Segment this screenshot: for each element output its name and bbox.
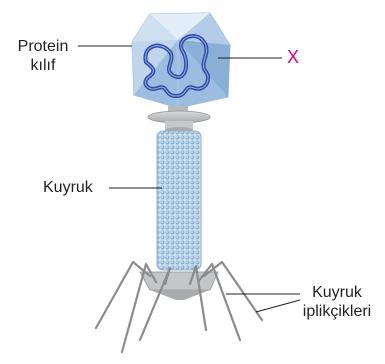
protein-coat-label: Protein kılıf: [8, 37, 78, 75]
tail-fibers-label: Kuyruk iplikçikleri: [289, 283, 385, 321]
protein-coat-label-line2: kılıf: [8, 56, 78, 75]
tail-fibers-label-line2: iplikçikleri: [289, 302, 385, 321]
tail-fibers-label-line1: Kuyruk: [289, 283, 385, 302]
x-label: X: [287, 48, 299, 67]
collar: [148, 106, 210, 133]
tail-sheath: [157, 131, 201, 270]
protein-coat-label-line1: Protein: [8, 37, 78, 56]
tail-label: Kuyruk: [43, 178, 93, 197]
